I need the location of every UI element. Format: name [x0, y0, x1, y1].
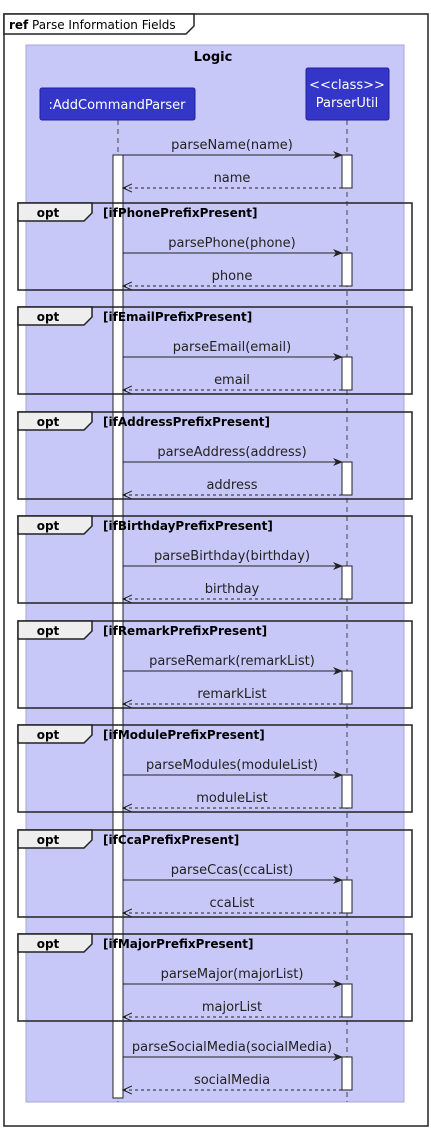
opt-guard: [ifEmailPrefixPresent] [103, 310, 252, 324]
activation-addcommandparser [112, 154, 124, 1099]
activation-parserutil [341, 461, 353, 496]
opt-guard: [ifPhonePrefixPresent] [103, 206, 257, 220]
opt-keyword: opt [37, 937, 60, 951]
call-message-label: parseName(name) [171, 138, 293, 153]
opt-frame-tab [17, 724, 93, 744]
opt-keyword: opt [37, 310, 60, 324]
participant-parserutil[interactable] [305, 67, 390, 121]
opt-frame-tab [17, 306, 93, 326]
ref-frame-tab [3, 13, 195, 35]
opt-keyword: opt [37, 728, 60, 742]
participant-parserutil-label: ParserUtil [316, 96, 379, 111]
activation-parserutil [341, 983, 353, 1018]
opt-frame-tab [17, 620, 93, 640]
opt-keyword: opt [37, 519, 60, 533]
logic-box-title: Logic [194, 50, 233, 65]
opt-frame [17, 724, 413, 813]
opt-frame-tab [17, 933, 93, 953]
return-message-label: email [214, 373, 250, 388]
opt-frame [17, 306, 413, 395]
call-message-label: parseEmail(email) [173, 340, 291, 355]
return-message-label: moduleList [196, 791, 267, 806]
opt-frame [17, 829, 413, 918]
opt-frame [17, 202, 413, 291]
participant-addcommandparser-label: :AddCommandParser [48, 98, 186, 113]
interactions: parseName(name) name opt [ifPhonePrefixPres… [17, 138, 413, 1091]
activation-parserutil [341, 1056, 353, 1091]
opt-guard: [ifCcaPrefixPresent] [103, 833, 239, 847]
opt-frame-tab [17, 829, 93, 849]
opt-frame [17, 933, 413, 1022]
opt-frame [17, 411, 413, 500]
opt-guard: [ifMajorPrefixPresent] [103, 937, 254, 951]
opt-frame [17, 620, 413, 709]
participant-addcommandparser[interactable] [39, 87, 196, 121]
opt-guard: [ifAddressPrefixPresent] [103, 415, 270, 429]
opt-frame-tab [17, 411, 93, 431]
return-message-label: majorList [202, 1000, 262, 1015]
opt-guard: [ifRemarkPrefixPresent] [103, 624, 267, 638]
opt-frame-tab [17, 202, 93, 222]
opt-frame [17, 515, 413, 604]
call-message-label: parseSocialMedia(socialMedia) [132, 1040, 332, 1055]
call-message-label: parsePhone(phone) [168, 236, 295, 251]
opt-guard: [ifBirthdayPrefixPresent] [103, 519, 273, 533]
opt-frame-tab [17, 515, 93, 535]
participant-parserutil-stereotype: <<class>> [309, 78, 385, 93]
call-message-label: parseMajor(majorList) [161, 967, 304, 982]
activation-parserutil [341, 252, 353, 287]
opt-keyword: opt [37, 624, 60, 638]
ref-title: Parse Information Fields [32, 18, 176, 32]
ref-keyword: ref [9, 18, 29, 32]
return-message-label: birthday [205, 582, 260, 597]
opt-guard: [ifModulePrefixPresent] [103, 728, 265, 742]
activation-parserutil [341, 774, 353, 809]
call-message-label: parseRemark(remarkList) [149, 654, 315, 669]
opt-keyword: opt [37, 415, 60, 429]
call-message-label: parseModules(moduleList) [146, 758, 318, 773]
opt-keyword: opt [37, 833, 60, 847]
return-message-label: address [206, 478, 257, 493]
return-message-label: remarkList [197, 687, 266, 702]
activation-parserutil [341, 154, 353, 189]
activation-parserutil [341, 356, 353, 391]
logic-box [25, 44, 405, 1103]
return-message-label: phone [212, 269, 253, 284]
return-message-label: name [214, 171, 251, 186]
opt-keyword: opt [37, 206, 60, 220]
activation-parserutil [341, 879, 353, 914]
return-message-label: ccaList [210, 896, 255, 911]
return-message-label: socialMedia [194, 1073, 270, 1088]
call-message-label: parseCcas(ccaList) [171, 863, 293, 878]
activation-parserutil [341, 670, 353, 705]
call-message-label: parseBirthday(birthday) [154, 549, 310, 564]
call-message-label: parseAddress(address) [157, 445, 306, 460]
activation-parserutil [341, 565, 353, 600]
